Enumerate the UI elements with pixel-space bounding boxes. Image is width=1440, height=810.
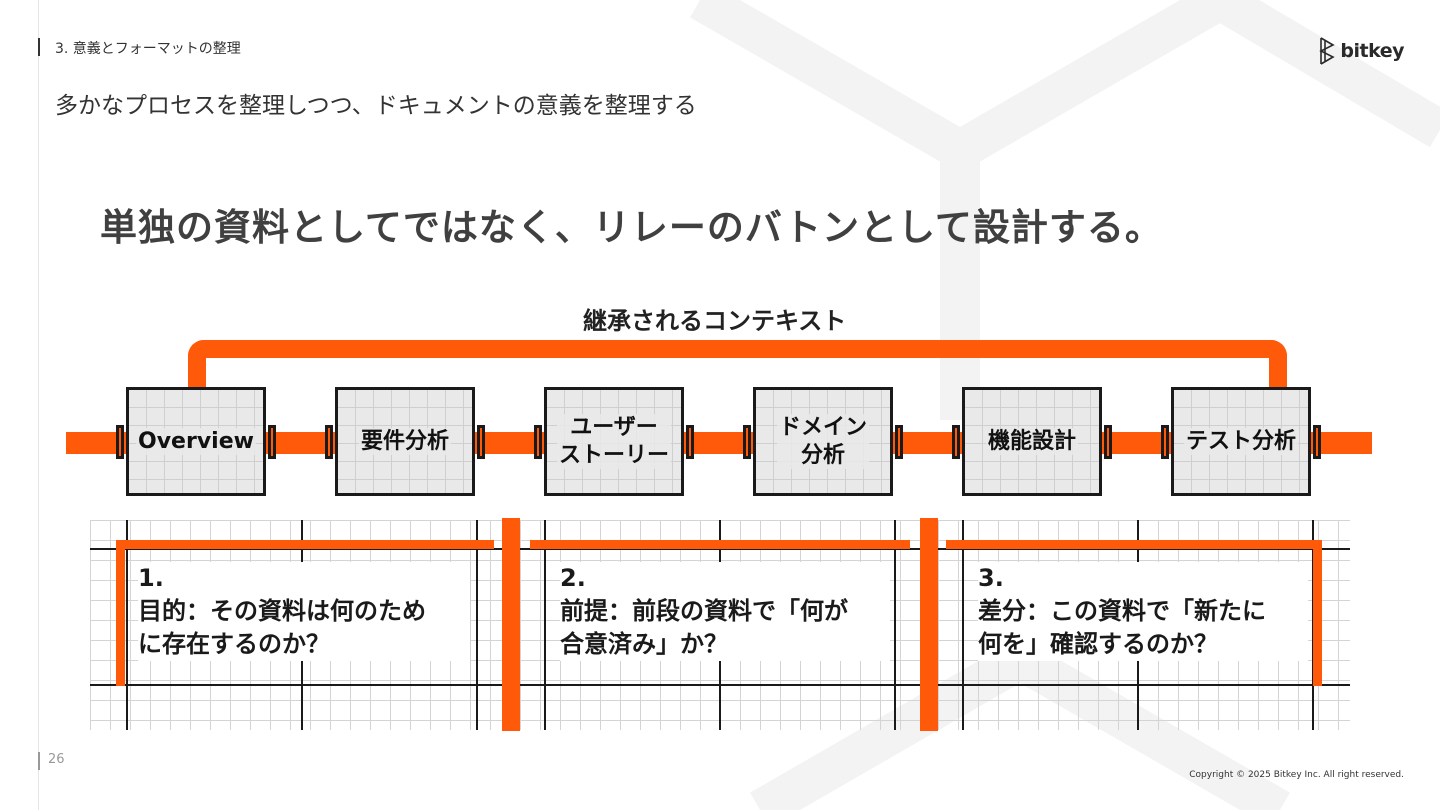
accent-bar: [116, 540, 494, 549]
connector: [743, 425, 751, 459]
card-panel-2: 2. 前提：前段の資料で「何が 合意済み」か？: [520, 520, 920, 730]
card-text-line: 差分：この資料で「新たに: [978, 595, 1308, 628]
relay-baton-diagram: 単独の資料としてではなく、リレーのバトンとして設計する。 継承されるコンテキスト…: [66, 175, 1372, 740]
grid-line: [894, 520, 896, 730]
card-number: 1.: [138, 562, 470, 595]
stage-user-story: ユーザーストーリー: [544, 387, 684, 496]
connector: [477, 425, 485, 459]
stage-label: ユーザーストーリー: [557, 414, 671, 469]
bitkey-logo: bitkey: [1319, 36, 1404, 66]
inherited-context-label: 継承されるコンテキスト: [583, 301, 846, 336]
accent-bar: [1313, 540, 1322, 686]
diagram-headline: 単独の資料としてではなく、リレーのバトンとして設計する。: [100, 197, 1163, 251]
accent-bar: [116, 540, 125, 686]
slide-title: 多かなプロセスを整理しつつ、ドキュメントの意義を整理する: [55, 86, 697, 120]
stage-test-analysis: テスト分析: [1171, 387, 1311, 496]
card-number: 2.: [560, 562, 890, 595]
card-3: 3. 差分：この資料で「新たに 何を」確認するのか？: [978, 562, 1308, 661]
card-panel-3: 3. 差分：この資料で「新たに 何を」確認するのか？: [938, 520, 1350, 730]
connector: [325, 425, 333, 459]
grid-line: [962, 520, 964, 730]
connector: [1313, 425, 1321, 459]
connector: [116, 425, 124, 459]
stage-label: テスト分析: [1184, 428, 1298, 456]
connector: [952, 425, 960, 459]
card-text-line: 合意済み」か？: [560, 628, 890, 661]
grid-line: [938, 684, 1350, 686]
card-panel-1: 1. 目的：その資料は何のため に存在するのか？: [90, 520, 502, 730]
stage-label: 要件分析: [359, 428, 451, 456]
stage-requirements-analysis: 要件分析: [335, 387, 475, 496]
connector: [1104, 425, 1112, 459]
connector: [534, 425, 542, 459]
left-margin-rule: [38, 0, 39, 810]
grid-line: [126, 520, 128, 730]
panel-divider: [502, 518, 520, 731]
page-number: 26: [48, 752, 65, 767]
page-number-marker: [38, 752, 40, 770]
stage-label: ドメイン分析: [777, 414, 869, 469]
section-title: 3. 意義とフォーマットの整理: [55, 38, 241, 58]
stage-label: 機能設計: [986, 428, 1078, 456]
connector: [686, 425, 694, 459]
section-marker: [38, 38, 40, 56]
stage-domain-analysis: ドメイン分析: [753, 387, 893, 496]
accent-bar: [530, 540, 910, 549]
logo-wordmark: bitkey: [1340, 40, 1404, 62]
card-text-line: 何を」確認するのか？: [978, 628, 1308, 661]
connector: [268, 425, 276, 459]
card-1: 1. 目的：その資料は何のため に存在するのか？: [138, 562, 470, 661]
card-text-line: に存在するのか？: [138, 628, 470, 661]
connector: [895, 425, 903, 459]
bitkey-logo-icon: [1319, 36, 1337, 66]
card-text-line: 前提：前段の資料で「何が: [560, 595, 890, 628]
card-number: 3.: [978, 562, 1308, 595]
grid-line: [90, 684, 502, 686]
stage-function-design: 機能設計: [962, 387, 1102, 496]
copyright: Copyright © 2025 Bitkey Inc. All right r…: [1189, 770, 1404, 780]
grid-line: [476, 520, 478, 730]
card-2: 2. 前提：前段の資料で「何が 合意済み」か？: [560, 562, 890, 661]
accent-bar: [946, 540, 1322, 549]
panel-divider: [920, 518, 938, 731]
grid-line: [544, 520, 546, 730]
card-text-line: 目的：その資料は何のため: [138, 595, 470, 628]
stage-label: Overview: [136, 428, 256, 456]
stage-overview: Overview: [126, 387, 266, 496]
connector: [1161, 425, 1169, 459]
